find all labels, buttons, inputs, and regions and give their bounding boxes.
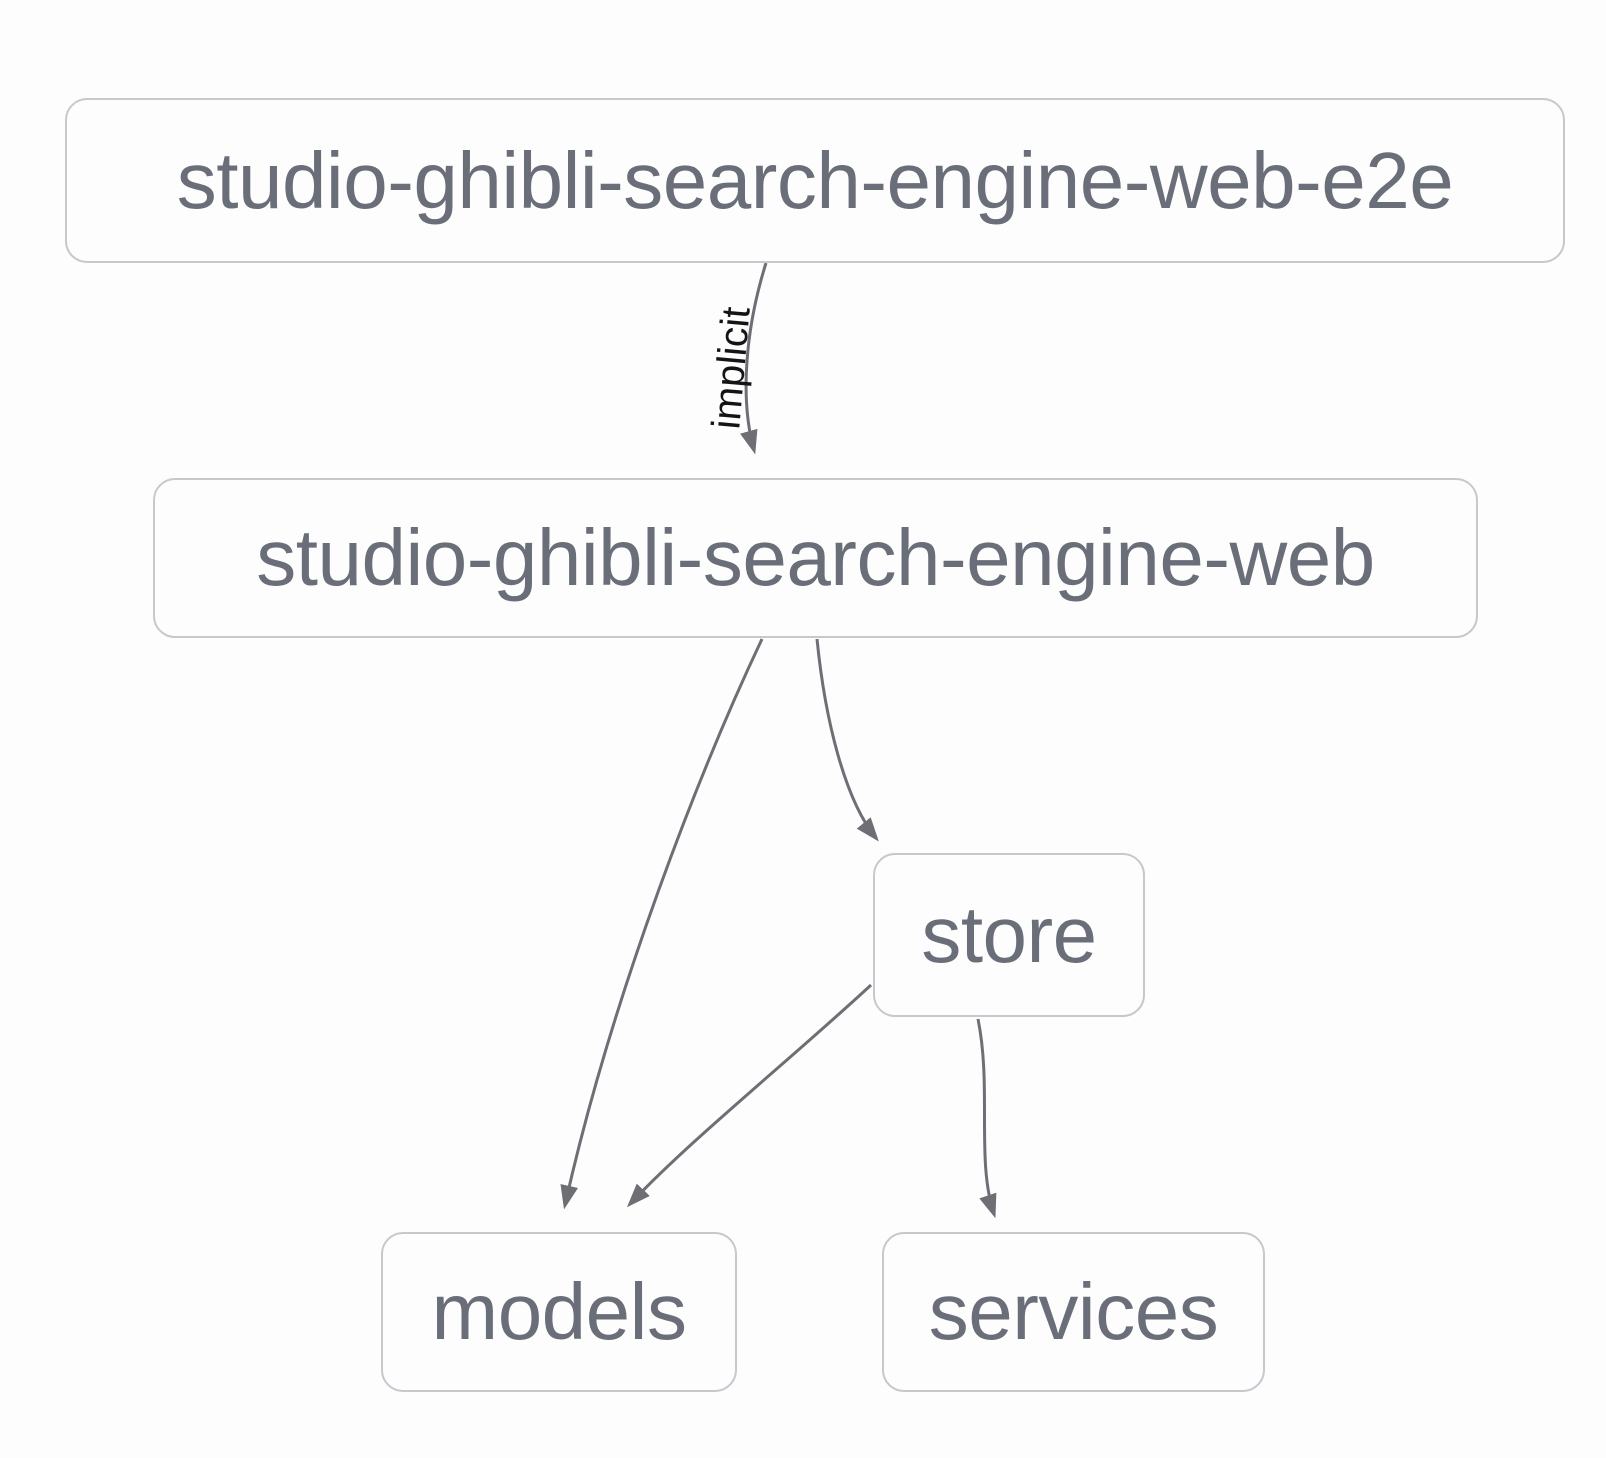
node-studio-ghibli-search-engine-web[interactable]: studio-ghibli-search-engine-web	[153, 478, 1478, 638]
edge-label-implicit: implicit	[704, 305, 759, 431]
node-label: services	[928, 1267, 1219, 1356]
edge-store-to-services[interactable]	[976, 1018, 997, 1219]
edge-web-to-store[interactable]	[815, 638, 879, 842]
node-label: studio-ghibli-search-engine-web-e2e	[176, 135, 1454, 225]
edge-e2e-to-web[interactable]	[740, 262, 768, 455]
edge-web-to-models[interactable]	[560, 638, 764, 1210]
edge-store-to-models[interactable]	[626, 983, 873, 1208]
node-services[interactable]: services	[882, 1232, 1265, 1392]
node-models[interactable]: models	[381, 1232, 737, 1392]
node-label: studio-ghibli-search-engine-web	[256, 513, 1375, 602]
node-store[interactable]: store	[873, 853, 1145, 1017]
node-label: store	[921, 890, 1097, 979]
node-label: models	[431, 1267, 687, 1356]
node-studio-ghibli-search-engine-web-e2e[interactable]: studio-ghibli-search-engine-web-e2e	[65, 98, 1565, 263]
